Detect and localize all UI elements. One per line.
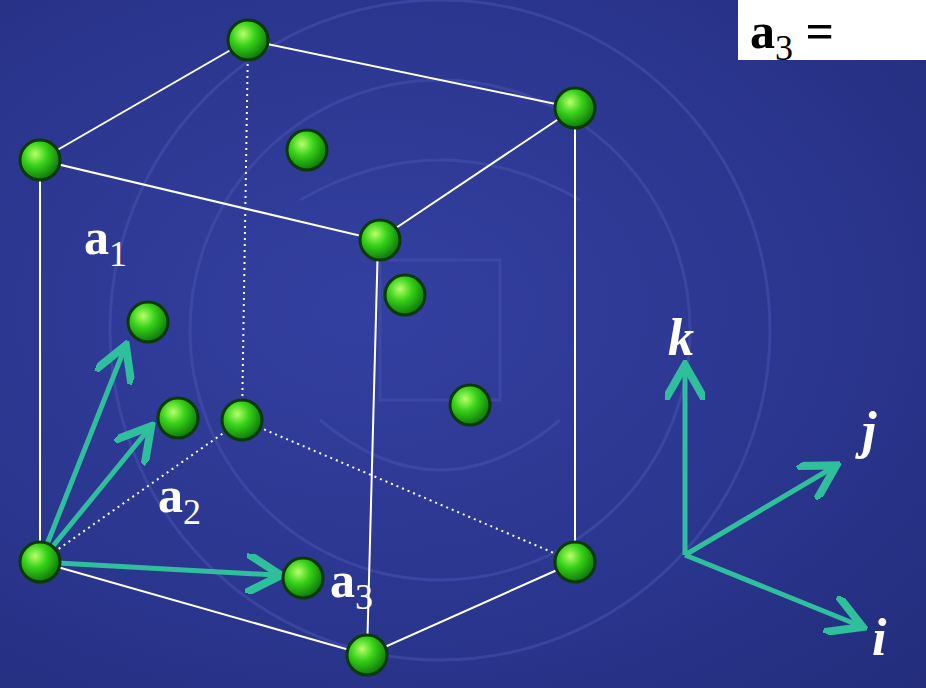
vector-label: a2 [158,470,201,520]
axis-label: i [872,612,886,664]
atoms [20,20,595,675]
hidden-edges [40,40,575,562]
axes [685,370,858,625]
formula-box: a3 = [738,0,926,60]
axis-label: k [668,312,694,364]
cell-edges [40,40,575,655]
vector-label: a1 [84,212,127,262]
axis-label: j [862,405,876,457]
vector-label: a3 [330,555,373,605]
watermark-seal [110,0,770,660]
basis-vectors [40,350,276,575]
